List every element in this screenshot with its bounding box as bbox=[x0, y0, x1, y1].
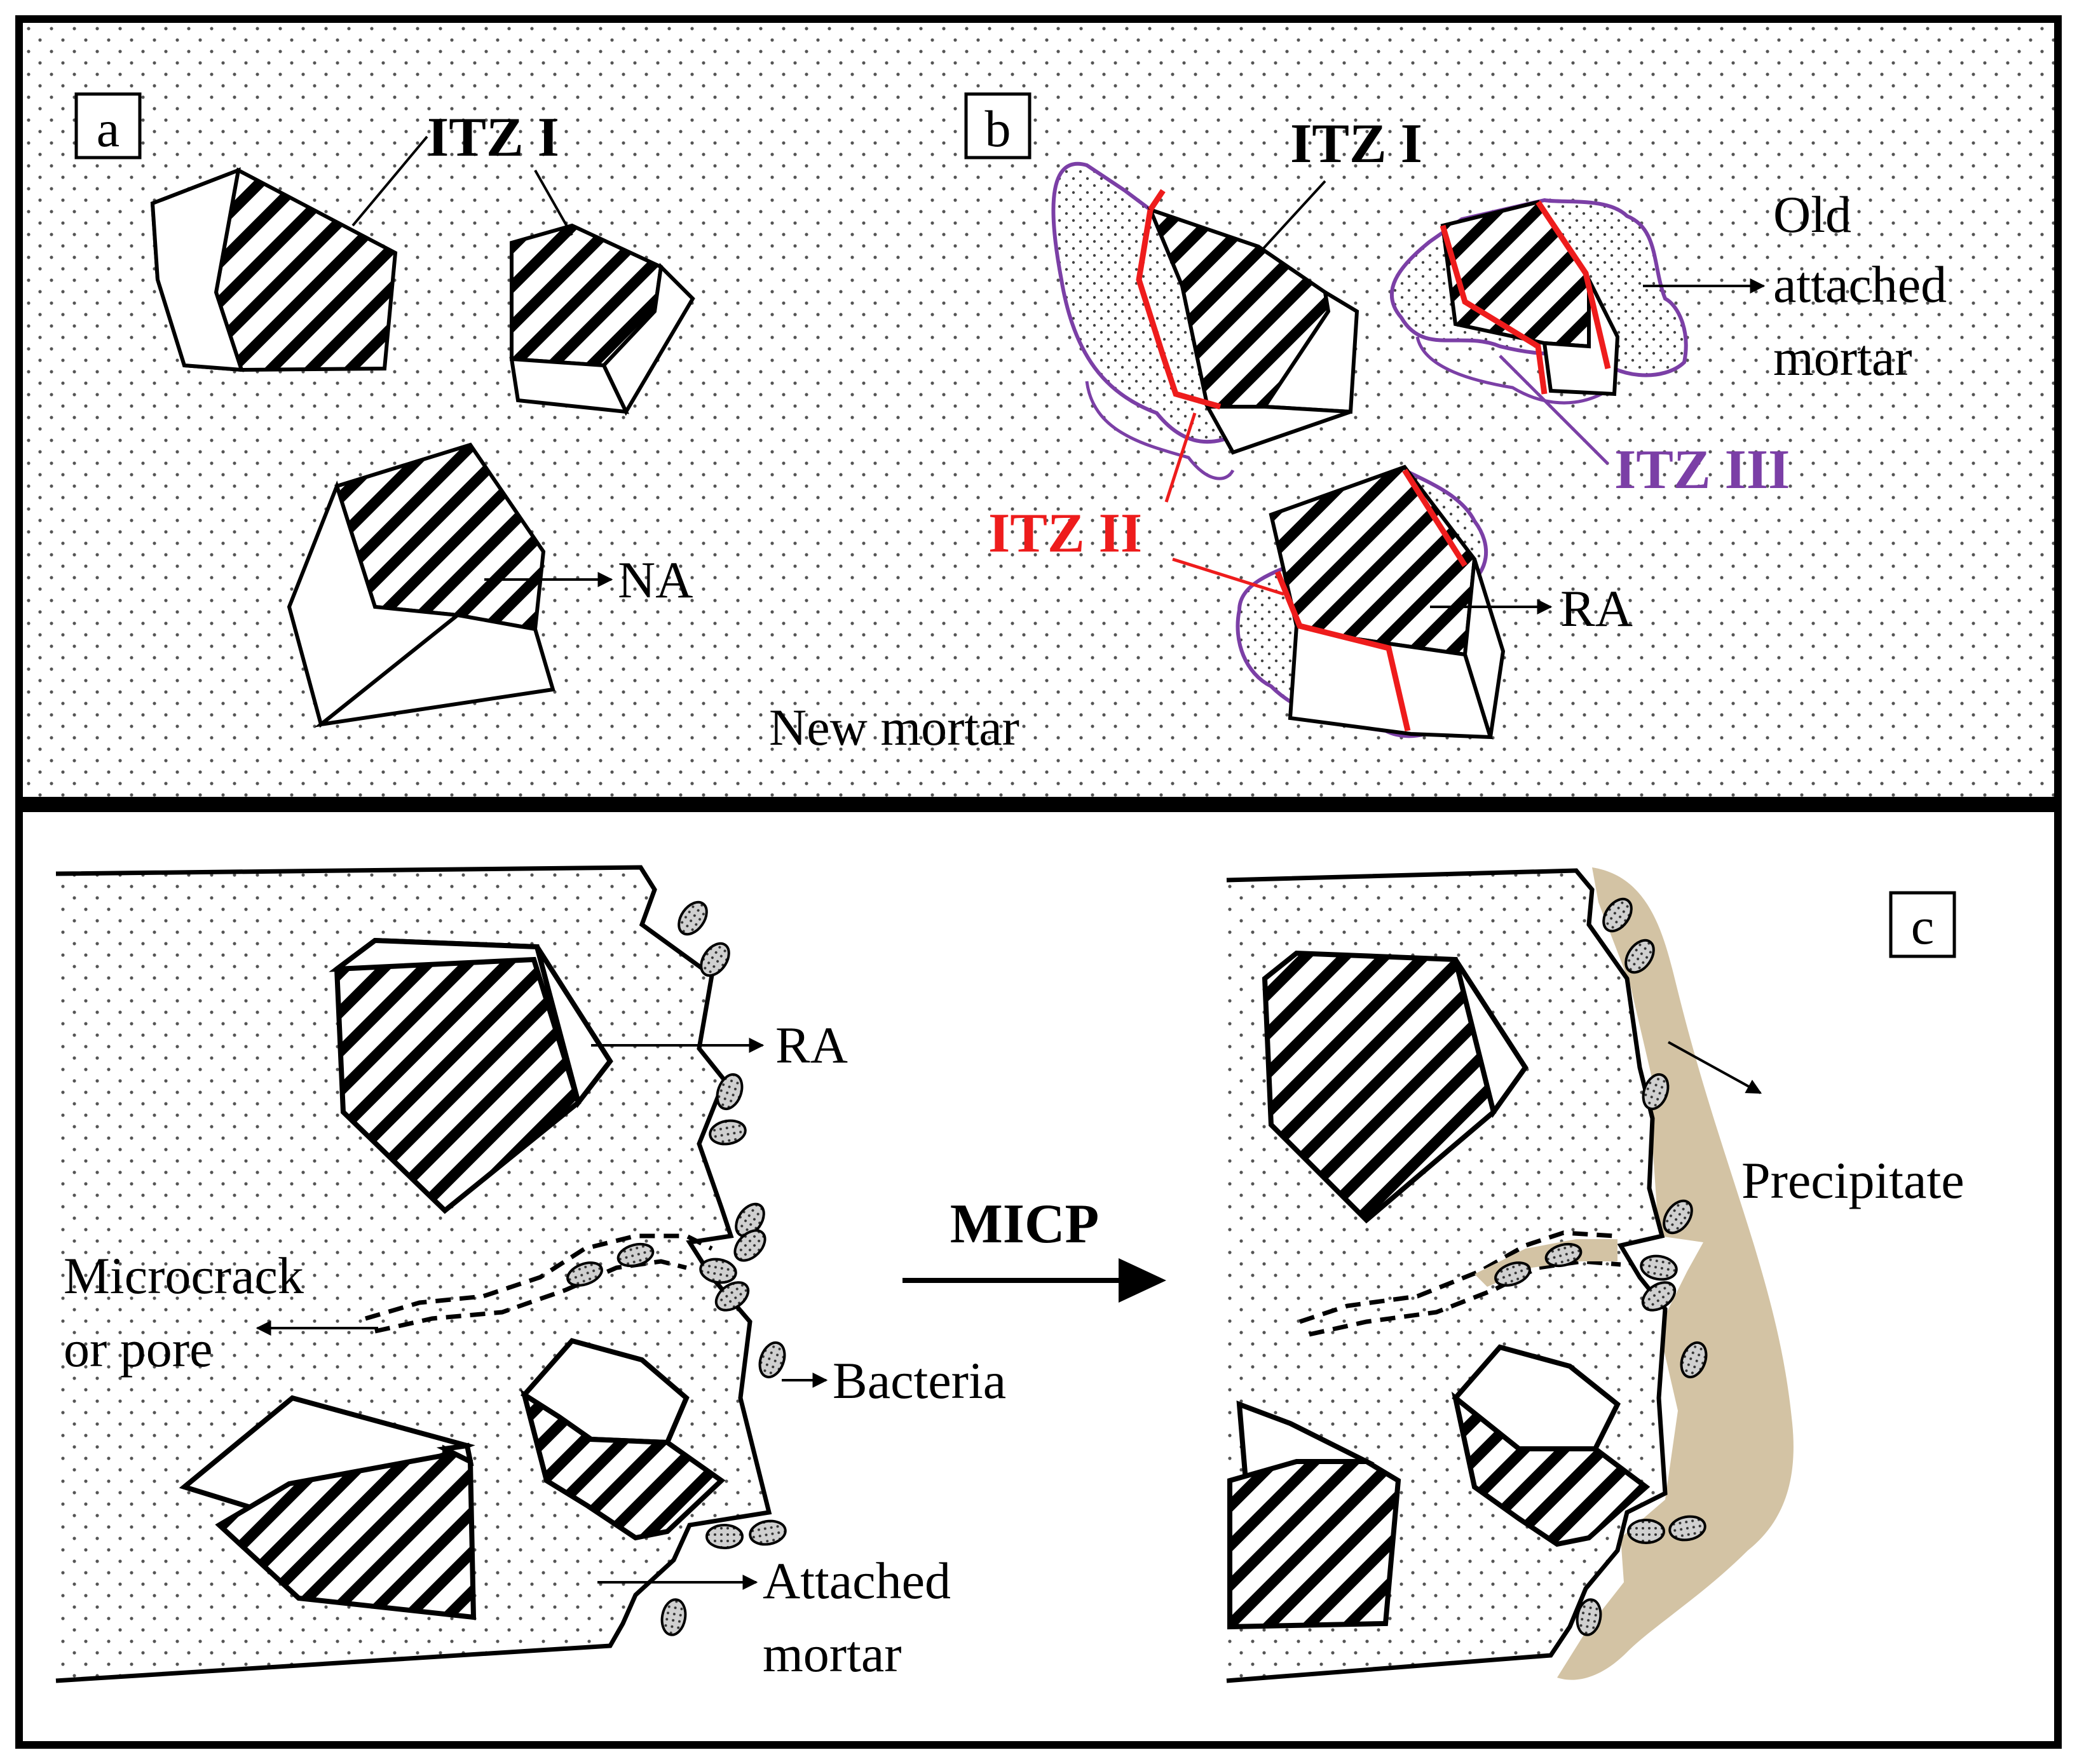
bacteria-group-after bbox=[1576, 897, 1708, 1636]
ra-aggregate-bottom-left-partial bbox=[1227, 1401, 1401, 1630]
na-label: NA bbox=[618, 551, 693, 609]
bacterium bbox=[678, 900, 708, 936]
bacterium bbox=[1641, 1281, 1677, 1312]
panel-a-tag: a bbox=[74, 92, 142, 159]
precipitate-arrow bbox=[1668, 1041, 1762, 1094]
new-mortar-label: New mortar bbox=[769, 698, 1019, 756]
itz2-line-3 bbox=[1274, 571, 1411, 732]
microcrack-label-1: Microcrack bbox=[64, 1247, 304, 1305]
bacterium bbox=[733, 1229, 766, 1262]
itz1-leader-b bbox=[1254, 180, 1326, 259]
old-mortar-2-underside bbox=[1415, 336, 1603, 405]
bacterium bbox=[1668, 1515, 1706, 1542]
panel-c-letter: c bbox=[1911, 897, 1934, 955]
panel-b-letter: b bbox=[985, 100, 1011, 158]
itz2-line-3b bbox=[1402, 468, 1468, 567]
precipitate-label: Precipitate bbox=[1741, 1151, 1965, 1209]
ra-block-after: Precipitate bbox=[1226, 867, 1965, 1683]
panel-top-frame bbox=[15, 15, 2062, 804]
bacterium bbox=[1624, 939, 1655, 974]
bacterium bbox=[714, 1281, 750, 1312]
panel-top: a ITZ I NA b bbox=[15, 15, 2062, 804]
recycled-aggregate-3 bbox=[1236, 465, 1506, 740]
itz1-leader-a2 bbox=[534, 170, 573, 236]
itz2-leader-2 bbox=[1172, 557, 1284, 596]
old-mortar-1-underside bbox=[1085, 381, 1235, 480]
itz2-line-2 bbox=[1440, 224, 1548, 395]
bacterium bbox=[1663, 1199, 1693, 1235]
ra-aggregate-bottom-right bbox=[1451, 1344, 1651, 1547]
bacterium-crack-after-1 bbox=[1494, 1261, 1531, 1287]
bacterium bbox=[1602, 897, 1633, 933]
microcrack-label-2: or pore bbox=[64, 1320, 213, 1378]
bacterium bbox=[749, 1519, 787, 1546]
ra-aggregate-bottom-middle bbox=[520, 1338, 726, 1541]
bacterium bbox=[709, 1119, 747, 1146]
bacterium bbox=[1680, 1341, 1708, 1379]
natural-aggregate-2 bbox=[509, 223, 695, 416]
old-mortar-label-3: mortar bbox=[1773, 329, 1912, 386]
attached-mortar-after-outline bbox=[1226, 868, 1668, 1683]
panel-bottom: RA Microcrack or pore Bacteria Attached … bbox=[15, 804, 2062, 1749]
bacteria-label: Bacteria bbox=[833, 1352, 1006, 1409]
itz1-label-a: ITZ I bbox=[427, 107, 559, 168]
precipitate-layer bbox=[1557, 867, 1794, 1680]
micp-arrowhead bbox=[1119, 1258, 1166, 1303]
bacterium bbox=[700, 942, 730, 977]
bacterium-crack-after-2 bbox=[1544, 1242, 1583, 1268]
attached-mortar-label-1: Attached bbox=[763, 1552, 951, 1610]
panel-a-letter: a bbox=[97, 100, 119, 158]
itz3-leader bbox=[1499, 355, 1609, 465]
itz1-leader-a1 bbox=[351, 135, 428, 227]
itz2-label: ITZ II bbox=[988, 503, 1142, 564]
itz2-line-1 bbox=[1136, 209, 1222, 410]
bacterium bbox=[758, 1341, 786, 1379]
itz2-leader-1 bbox=[1164, 412, 1197, 503]
bacterium-crack-1 bbox=[566, 1261, 603, 1287]
bacterium-crack-2 bbox=[616, 1242, 655, 1268]
ra-aggregate-bottom-left bbox=[179, 1395, 477, 1620]
bacterium bbox=[1576, 1598, 1602, 1636]
ra-aggregate-top-right bbox=[1262, 950, 1529, 1224]
bacterium bbox=[716, 1073, 744, 1111]
natural-aggregate-1 bbox=[150, 167, 398, 372]
recycled-aggregate-1 bbox=[1051, 161, 1359, 480]
bacterium bbox=[1642, 1073, 1670, 1111]
itz2-line-1b bbox=[1148, 189, 1166, 212]
microcrack bbox=[365, 1233, 713, 1334]
itz3-label: ITZ III bbox=[1614, 439, 1790, 501]
micp-label: MICP bbox=[950, 1193, 1100, 1255]
ra-label-c: RA bbox=[775, 1016, 848, 1074]
natural-aggregate-3 bbox=[287, 442, 555, 728]
bacterium bbox=[660, 1598, 687, 1636]
recycled-aggregate-2 bbox=[1389, 198, 1688, 405]
ra-label-b: RA bbox=[1560, 580, 1633, 637]
panel-c-tag: c bbox=[1889, 891, 1956, 958]
bacterium bbox=[1640, 1254, 1678, 1281]
old-mortar-label-2: attached bbox=[1773, 255, 1947, 313]
old-mortar-label-1: Old bbox=[1773, 186, 1851, 243]
ra-aggregate-top-left bbox=[329, 937, 613, 1214]
panel-b-tag: b bbox=[964, 92, 1032, 159]
bacterium bbox=[1627, 1519, 1665, 1544]
microcrack-sealed bbox=[1298, 1230, 1621, 1337]
itz2-line-2b bbox=[1536, 200, 1611, 370]
bacterium bbox=[705, 1524, 744, 1549]
panel-bottom-frame bbox=[15, 804, 2062, 1749]
attached-mortar-label-2: mortar bbox=[763, 1625, 902, 1683]
itz1-label-b: ITZ I bbox=[1290, 113, 1422, 175]
bacterium bbox=[699, 1258, 737, 1284]
bacterium bbox=[735, 1202, 765, 1238]
ra-block-before: RA Microcrack or pore Bacteria Attached … bbox=[55, 865, 1006, 1683]
bacteria-group-before bbox=[660, 900, 787, 1636]
